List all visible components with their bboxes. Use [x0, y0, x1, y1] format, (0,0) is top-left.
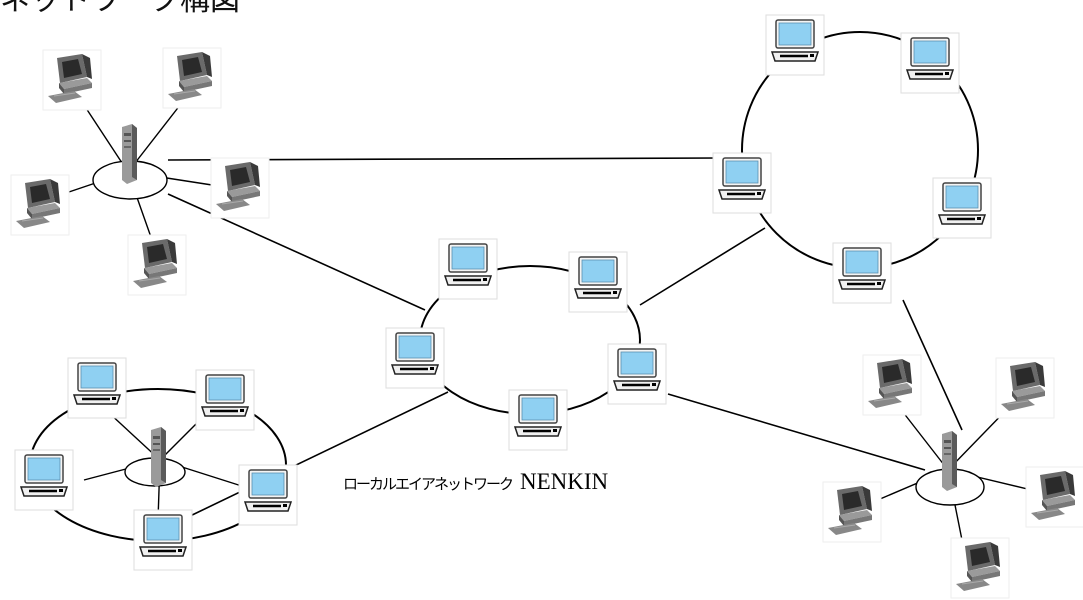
laptop-icon — [13, 448, 75, 512]
network-label-japanese: ローカルエイアネットワーク — [343, 475, 514, 493]
link-star1-to-ring-center — [167, 193, 426, 311]
desktop-computer-icon — [1025, 466, 1083, 528]
laptop-icon — [194, 368, 256, 432]
laptop-icon — [606, 342, 668, 406]
desktop-computer-icon — [10, 174, 70, 236]
network-label-name: NENKIN — [520, 469, 609, 494]
laptop-icon — [384, 326, 446, 390]
laptop-icon — [132, 508, 194, 572]
laptop-icon — [831, 241, 893, 305]
desktop-computer-icon — [862, 354, 922, 416]
desktop-computer-icon — [210, 157, 270, 219]
page-title: ネットワーク構図 — [0, 0, 240, 18]
link-ring-right-to-star3 — [902, 299, 963, 431]
ring-network-right — [711, 13, 993, 305]
link-ring-center-to-star3 — [667, 393, 926, 471]
ring-network-center — [384, 237, 668, 452]
laptop-icon — [711, 151, 773, 215]
server-tower-icon — [151, 427, 166, 487]
laptop-icon — [567, 250, 629, 314]
laptop-icon — [507, 388, 569, 452]
server-tower-icon — [942, 431, 957, 491]
link-ring-center-to-star2 — [187, 391, 449, 518]
desktop-computer-icon — [950, 537, 1010, 599]
desktop-computer-icon — [42, 49, 102, 111]
desktop-computer-icon — [162, 47, 222, 109]
laptop-icon — [437, 237, 499, 301]
network-label: ローカルエイアネットワーク NENKIN — [343, 469, 608, 495]
desktop-computer-icon — [995, 357, 1055, 419]
desktop-computer-icon — [127, 234, 187, 296]
laptop-icon — [764, 13, 826, 77]
laptop-icon — [237, 463, 299, 527]
ring-star-network-bottom-left — [13, 356, 299, 572]
laptop-icon — [66, 356, 128, 420]
star-network-top-left — [10, 47, 270, 296]
desktop-computer-icon — [822, 481, 882, 543]
laptop-icon — [931, 176, 993, 240]
star-network-bottom-right — [822, 354, 1083, 599]
server-tower-icon — [122, 124, 137, 184]
laptop-icon — [899, 31, 961, 95]
link-ring-center-to-ring-right — [639, 227, 766, 306]
